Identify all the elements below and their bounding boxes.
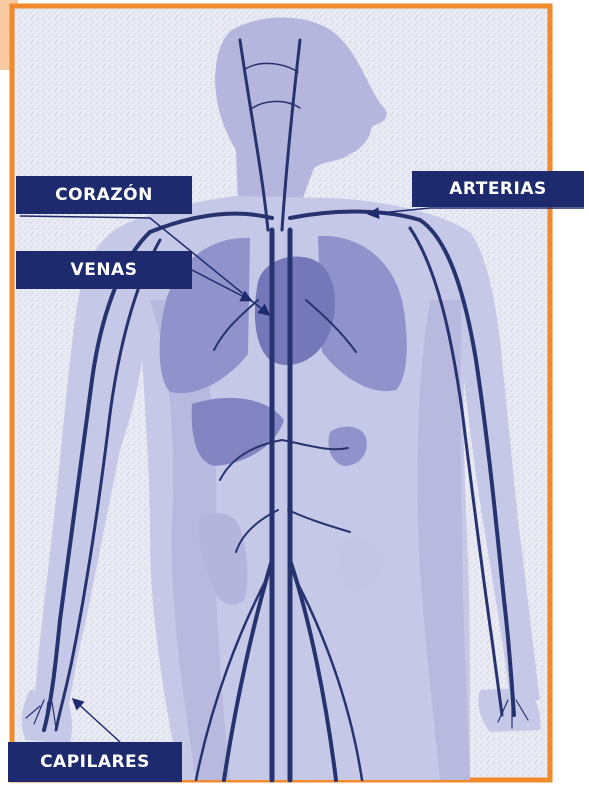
arterias-label: ARTERIAS <box>412 171 584 207</box>
venas-label: VENAS <box>16 251 192 289</box>
capilares-label: CAPILARES <box>8 742 182 782</box>
corazon-label: CORAZÓN <box>16 176 192 214</box>
